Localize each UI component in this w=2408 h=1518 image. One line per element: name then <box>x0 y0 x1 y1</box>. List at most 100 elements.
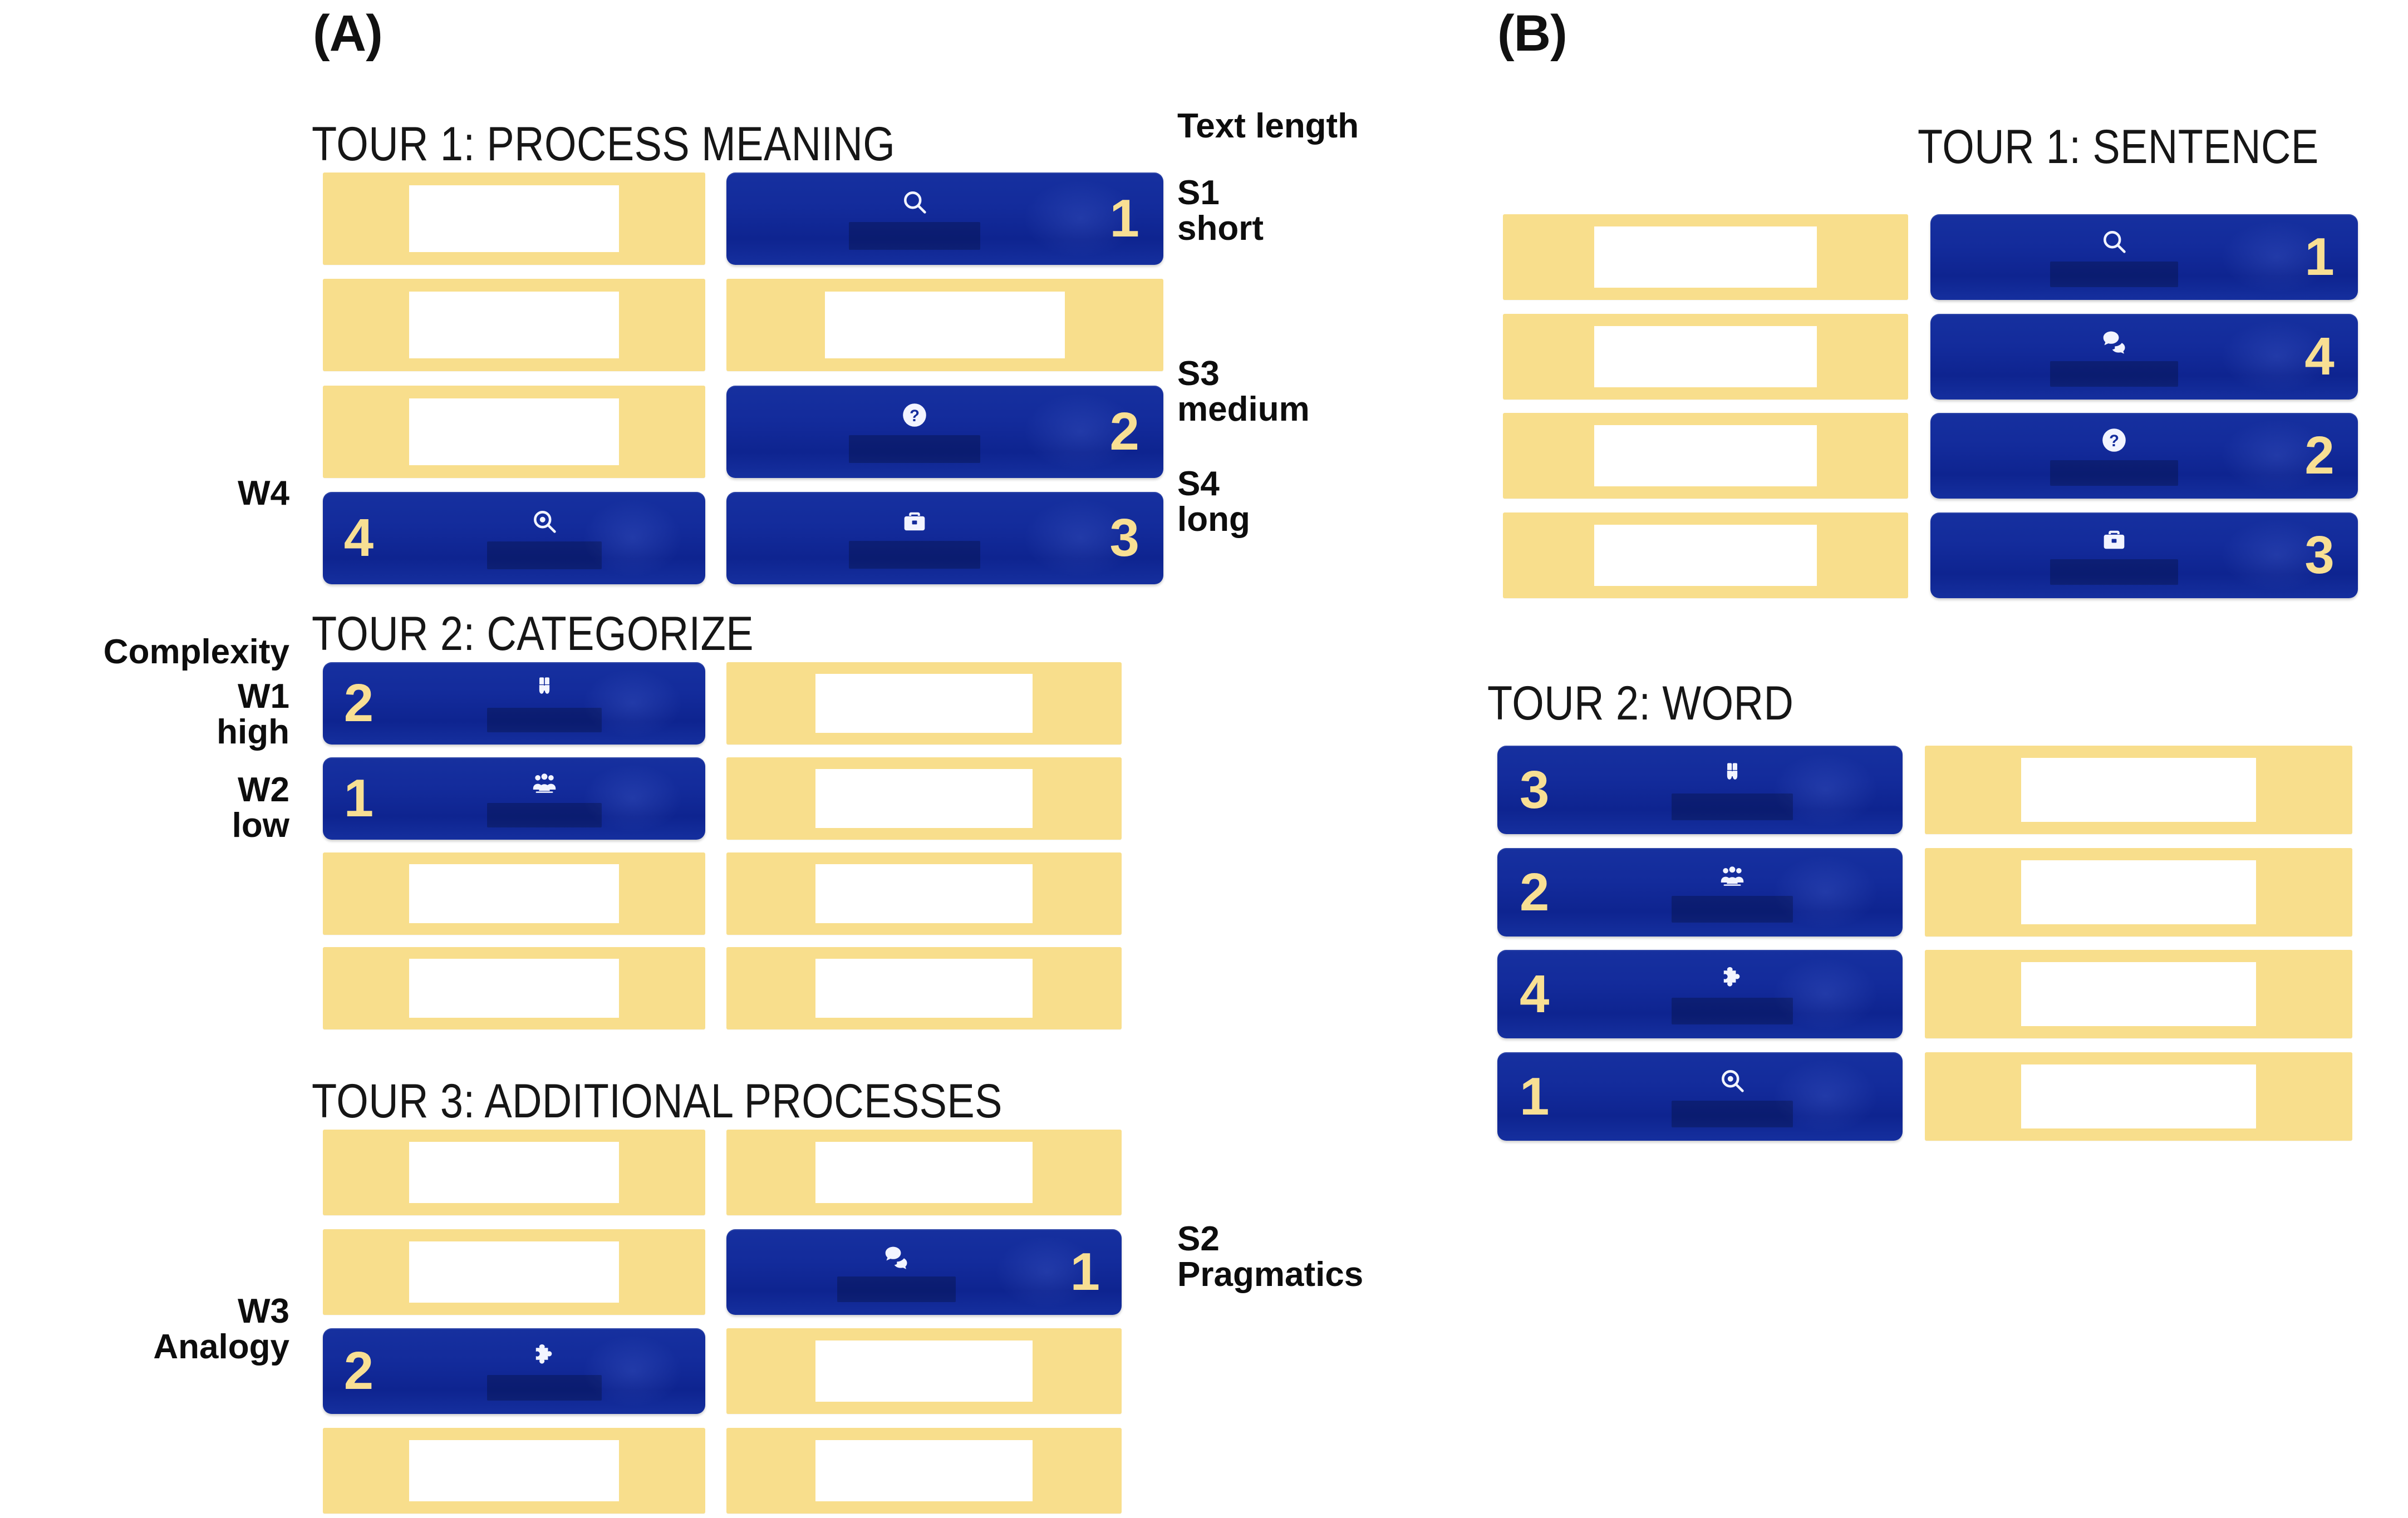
unlocked-card[interactable]: 4 <box>1497 950 1903 1038</box>
card-number: 4 <box>343 508 374 568</box>
card-content <box>1930 512 2358 598</box>
locked-card[interactable] <box>726 757 1122 840</box>
unlocked-card[interactable]: ?2 <box>726 386 1163 478</box>
locked-card[interactable] <box>1925 848 2352 937</box>
puzzle-piece-icon <box>1718 964 1746 992</box>
annotation-s3-desc: medium <box>1177 390 1310 428</box>
locked-card[interactable] <box>726 662 1122 745</box>
search-icon <box>2100 227 2129 256</box>
unlocked-card[interactable]: 1 <box>323 757 705 840</box>
locked-card[interactable] <box>726 1428 1122 1514</box>
annotation-s4: S4 long <box>1177 466 1250 538</box>
annotation-s2: S2 Pragmatics <box>1177 1221 1363 1293</box>
unlocked-card[interactable]: 4 <box>323 492 705 584</box>
annotation-w3: W3 Analogy <box>33 1294 289 1365</box>
section-title-b-tour1: TOUR 1: SENTENCE <box>1918 120 2319 174</box>
card-number: 3 <box>1520 760 1550 820</box>
card-number: 2 <box>1520 862 1550 922</box>
locked-card[interactable] <box>1925 746 2352 834</box>
locked-card[interactable] <box>726 852 1122 935</box>
card-content <box>726 1229 1122 1315</box>
unlocked-card[interactable]: 1 <box>726 1229 1122 1315</box>
locked-card[interactable] <box>1503 214 1908 300</box>
unlocked-card[interactable]: 3 <box>1497 746 1903 834</box>
binoculars-icon <box>1718 760 1746 788</box>
annotation-s4-code: S4 <box>1177 465 1220 503</box>
card-number: 1 <box>2304 227 2335 287</box>
locked-card[interactable] <box>323 1130 705 1215</box>
annotation-w3-code: W3 <box>238 1292 289 1330</box>
card-blank-plate <box>409 185 620 252</box>
locked-card[interactable] <box>323 947 705 1029</box>
card-content <box>1930 214 2358 300</box>
briefcase-icon <box>2100 526 2128 554</box>
card-number: 1 <box>343 768 374 828</box>
unlocked-card[interactable]: 1 <box>726 172 1163 265</box>
unlocked-card[interactable]: 3 <box>726 492 1163 584</box>
annotation-w2: W2 low <box>67 772 289 844</box>
locked-card[interactable] <box>1503 413 1908 499</box>
card-blank-plate <box>815 864 1033 924</box>
annotation-complexity-heading: Complexity <box>103 633 289 671</box>
card-number: 2 <box>343 1341 374 1401</box>
card-content <box>726 492 1163 584</box>
card-content <box>1497 848 1903 937</box>
card-label-redacted <box>487 1375 602 1401</box>
locked-card[interactable] <box>323 279 705 371</box>
card-blank-plate <box>409 292 620 358</box>
locked-card[interactable] <box>1925 1052 2352 1141</box>
locked-card[interactable] <box>323 852 705 935</box>
question-circle-icon: ? <box>2100 426 2129 455</box>
locked-card[interactable] <box>323 172 705 265</box>
unlocked-card[interactable]: 2 <box>1497 848 1903 937</box>
card-label-redacted <box>837 1276 956 1302</box>
card-number: 1 <box>1109 189 1139 248</box>
locked-card[interactable] <box>726 1130 1122 1215</box>
locked-card[interactable] <box>323 1428 705 1514</box>
annotation-text-length-heading: Text length <box>1177 107 1359 145</box>
card-blank-plate <box>409 398 620 465</box>
card-label-redacted <box>2050 262 2179 287</box>
briefcase-icon <box>901 507 928 535</box>
locked-card[interactable] <box>726 1328 1122 1414</box>
annotation-s2-desc: Pragmatics <box>1177 1255 1364 1294</box>
locked-card[interactable] <box>1925 950 2352 1038</box>
annotation-w2-code: W2 <box>238 771 289 809</box>
locked-card[interactable] <box>323 386 705 478</box>
card-blank-plate <box>1594 524 1817 586</box>
locked-card[interactable] <box>1503 314 1908 400</box>
card-content: ? <box>726 386 1163 478</box>
card-number: 2 <box>1109 402 1139 461</box>
unlocked-card[interactable]: 2 <box>323 662 705 745</box>
unlocked-card[interactable]: 4 <box>1930 314 2358 400</box>
card-content <box>726 172 1163 265</box>
locked-card[interactable] <box>726 279 1163 371</box>
card-blank-plate <box>815 1340 1033 1402</box>
card-number: 2 <box>2304 426 2335 485</box>
unlocked-card[interactable]: 3 <box>1930 512 2358 598</box>
magnifier-dot-icon <box>530 507 559 536</box>
unlocked-card[interactable]: 1 <box>1497 1052 1903 1141</box>
card-blank-plate <box>2021 1064 2257 1128</box>
svg-text:?: ? <box>910 407 920 425</box>
annotation-w1-desc: high <box>217 712 289 751</box>
locked-card[interactable] <box>323 1229 705 1315</box>
unlocked-card[interactable]: 1 <box>1930 214 2358 300</box>
card-label-redacted <box>487 541 602 569</box>
card-blank-plate <box>2021 962 2257 1026</box>
card-blank-plate <box>1594 226 1817 288</box>
unlocked-card[interactable]: 2 <box>323 1328 705 1414</box>
search-icon <box>900 188 929 216</box>
card-label-redacted <box>848 541 980 569</box>
card-blank-plate <box>409 958 620 1018</box>
locked-card[interactable] <box>1503 512 1908 598</box>
locked-card[interactable] <box>726 947 1122 1029</box>
unlocked-card[interactable]: ?2 <box>1930 413 2358 499</box>
card-label-redacted <box>1672 997 1793 1024</box>
speech-bubbles-icon <box>2100 327 2129 356</box>
section-title-a-tour3: TOUR 3: ADDITIONAL PROCESSES <box>312 1075 1002 1128</box>
card-blank-plate <box>2021 758 2257 822</box>
annotation-s1-desc: short <box>1177 209 1264 248</box>
card-blank-plate <box>409 1241 620 1303</box>
